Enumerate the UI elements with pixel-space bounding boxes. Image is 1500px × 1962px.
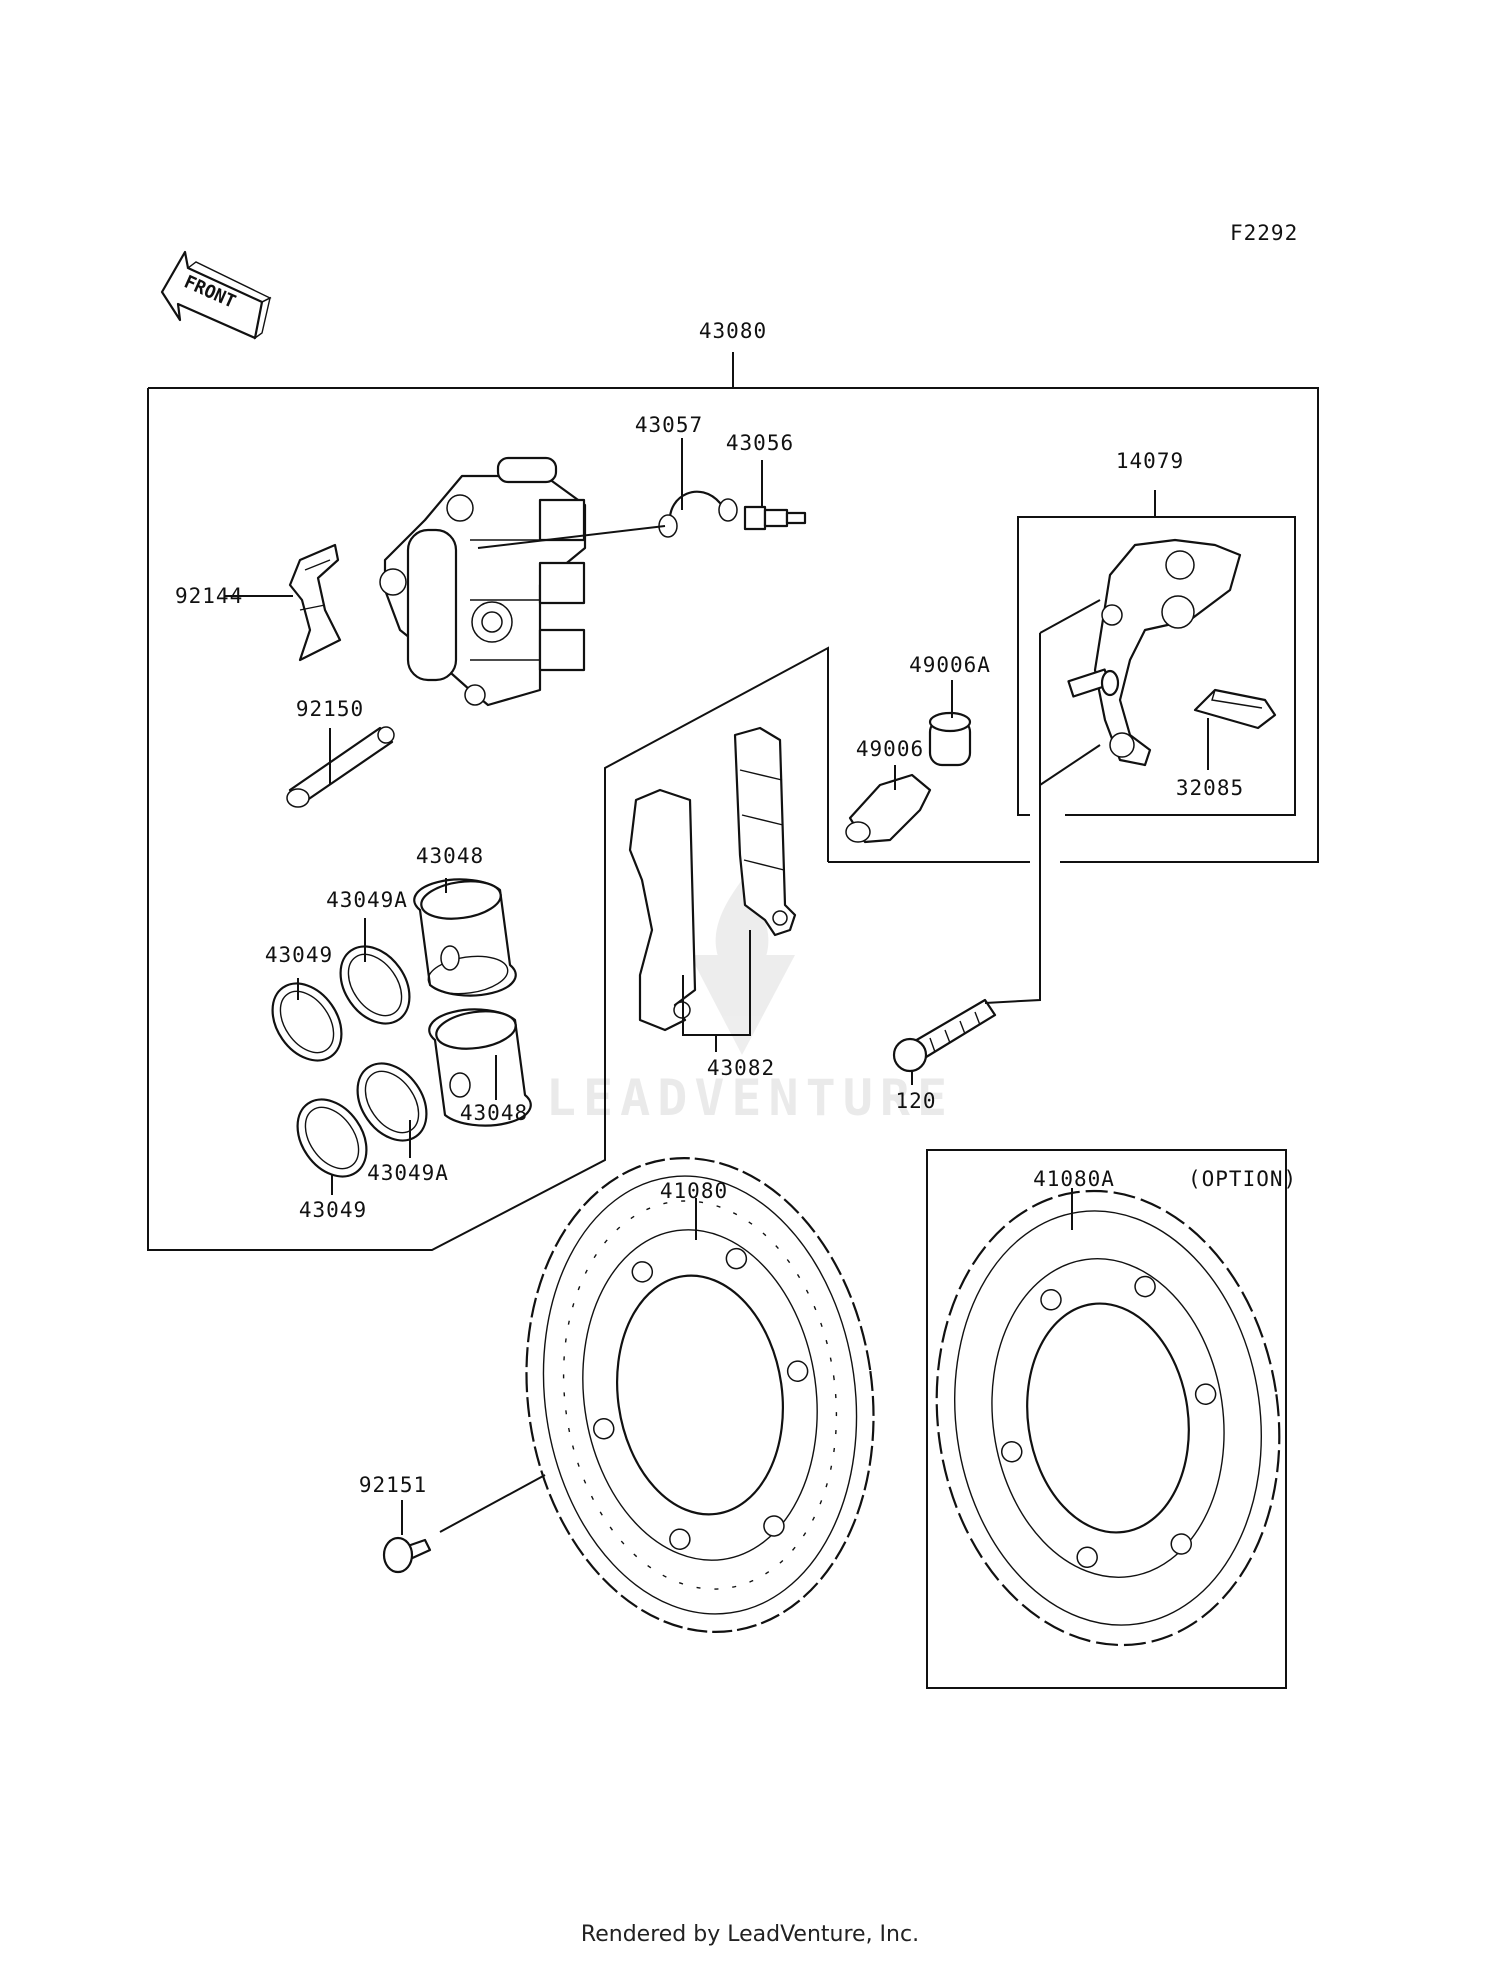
label-43049-upper: 43049 <box>265 943 333 967</box>
label-120: 120 <box>896 1089 937 1113</box>
label-43049-lower: 43049 <box>299 1198 367 1222</box>
label-43080: 43080 <box>699 319 767 343</box>
brake-caliper <box>379 456 587 707</box>
label-14079: 14079 <box>1116 449 1184 473</box>
label-41080: 41080 <box>660 1179 728 1203</box>
brake-disc-option <box>935 1189 1281 1647</box>
caliper-clip <box>658 490 738 538</box>
caliper-assembly-outline <box>147 352 1319 1251</box>
label-49006a: 49006A <box>909 653 991 677</box>
bracket-box-outline <box>1017 490 1296 816</box>
figure-code: F2292 <box>1230 221 1298 245</box>
label-41080a: 41080A <box>1033 1167 1115 1191</box>
slide-pin-boot <box>928 711 972 767</box>
caliper-pin <box>286 726 395 808</box>
pad-spring <box>288 543 342 662</box>
piston-upper <box>413 878 517 997</box>
caliper-mounting-bolt <box>892 998 997 1073</box>
label-43056: 43056 <box>726 431 794 455</box>
label-43049a-lower: 43049A <box>367 1161 449 1185</box>
slide-pin <box>845 773 932 844</box>
label-92150: 92150 <box>296 697 364 721</box>
option-box <box>926 1149 1287 1689</box>
label-32085: 32085 <box>1176 776 1244 800</box>
label-49006: 49006 <box>856 737 924 761</box>
leader-lines <box>224 438 1209 1535</box>
footer-credit: Rendered by LeadVenture, Inc. <box>580 1922 920 1947</box>
brake-disc <box>525 1157 875 1633</box>
disc-mounting-bolt <box>382 1536 432 1574</box>
bleeder-valve <box>743 505 807 531</box>
bracket-pad-spring <box>1193 688 1277 730</box>
front-arrow-icon: FRONT <box>160 250 272 340</box>
label-43049a-upper: 43049A <box>326 888 408 912</box>
label-43057: 43057 <box>635 413 703 437</box>
brake-pads <box>628 726 797 1032</box>
label-43082: 43082 <box>707 1056 775 1080</box>
watermark-text: LEADVENTURE <box>546 1069 954 1127</box>
label-92144: 92144 <box>175 584 243 608</box>
label-43048-upper: 43048 <box>416 844 484 868</box>
piston-lower <box>428 1008 532 1127</box>
option-text: (OPTION) <box>1188 1167 1297 1191</box>
piston-seal-ring <box>271 945 428 1178</box>
label-43048-lower: 43048 <box>460 1101 528 1125</box>
caliper-bracket <box>1067 538 1242 767</box>
label-92151: 92151 <box>359 1473 427 1497</box>
